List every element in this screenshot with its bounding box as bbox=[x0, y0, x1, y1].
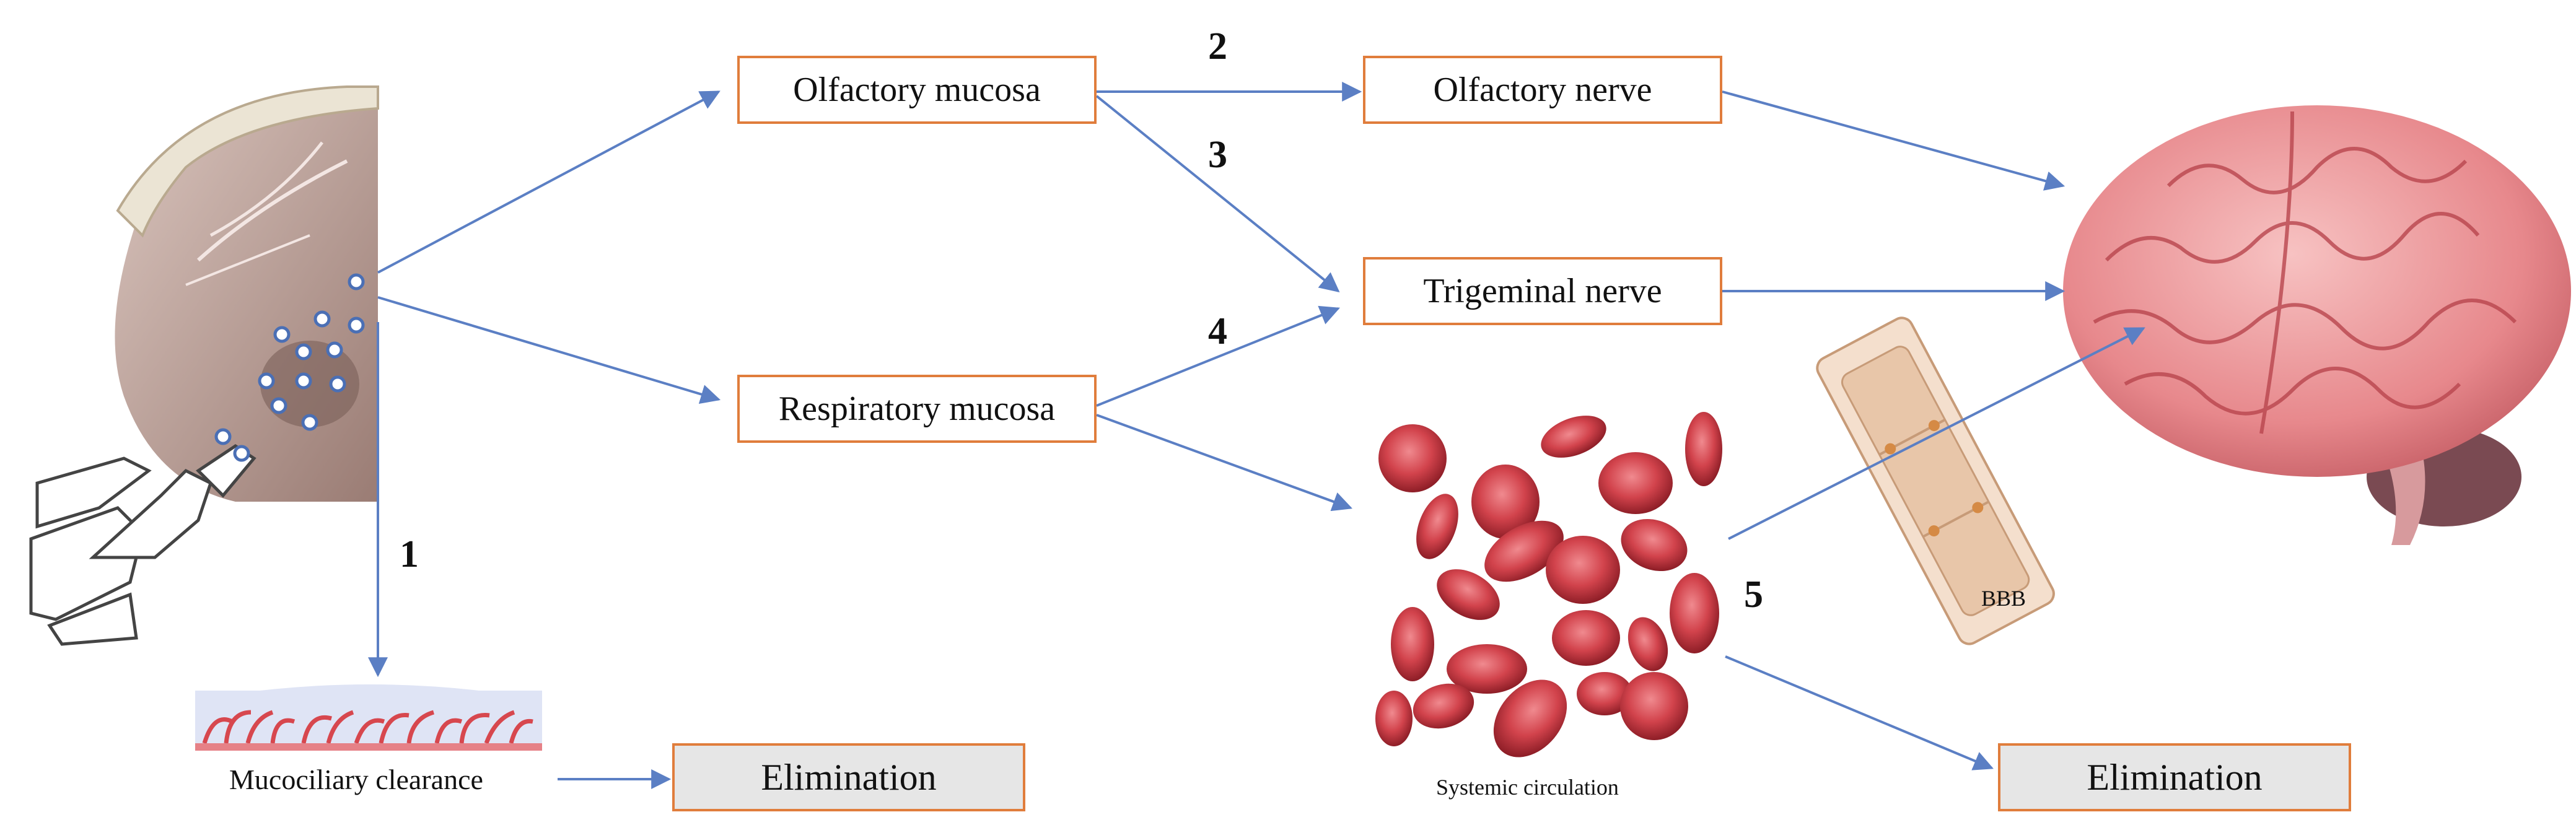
mucociliary-clearance-caption: Mucociliary clearance bbox=[229, 764, 483, 795]
systemic-circulation-caption: Systemic circulation bbox=[1436, 775, 1619, 800]
trigeminal-nerve-box: Trigeminal nerve bbox=[1363, 257, 1722, 325]
arrow-nose-to-respiratory-mucosa bbox=[377, 296, 721, 404]
brain-illustration bbox=[2063, 105, 2571, 545]
nasal-spray-device-illustration bbox=[29, 443, 256, 646]
arrow-respiratory-mucosa-to-circulation bbox=[1096, 414, 1353, 512]
elimination-left-box: Elimination bbox=[672, 743, 1025, 811]
drug-particles bbox=[214, 273, 365, 462]
mucociliary-illustration bbox=[195, 684, 542, 751]
arrow-nose-to-olfactory-mucosa bbox=[377, 90, 721, 274]
bbb-illustration bbox=[1816, 316, 2055, 645]
route-number-3: 3 bbox=[1208, 134, 1227, 176]
route-number-2: 2 bbox=[1208, 25, 1227, 68]
respiratory-mucosa-label: Respiratory mucosa bbox=[778, 390, 1056, 428]
olfactory-mucosa-label: Olfactory mucosa bbox=[793, 71, 1041, 109]
arrow-respiratory-mucosa-to-trigeminal-nerve bbox=[1096, 305, 1340, 407]
elimination-left-label: Elimination bbox=[761, 756, 937, 798]
olfactory-nerve-box: Olfactory nerve bbox=[1363, 56, 1722, 124]
respiratory-mucosa-box: Respiratory mucosa bbox=[737, 375, 1097, 443]
red-blood-cells-illustration bbox=[1375, 412, 1722, 757]
arrow-circulation-to-brain bbox=[1728, 327, 2145, 540]
arrow-circulation-to-elimination bbox=[1725, 655, 1994, 770]
connector-arrows bbox=[368, 82, 2145, 789]
olfactory-mucosa-box: Olfactory mucosa bbox=[737, 56, 1097, 124]
bbb-caption: BBB bbox=[1981, 586, 2026, 611]
arrow-olfactory-mucosa-to-trigeminal-nerve bbox=[1095, 95, 1340, 293]
route-number-4: 4 bbox=[1208, 310, 1227, 352]
trigeminal-nerve-label: Trigeminal nerve bbox=[1423, 272, 1662, 310]
route-number-5: 5 bbox=[1744, 574, 1763, 616]
olfactory-nerve-label: Olfactory nerve bbox=[1433, 71, 1652, 109]
route-number-1: 1 bbox=[400, 533, 419, 575]
arrow-olfactory-nerve-to-brain bbox=[1722, 90, 2066, 191]
elimination-right-box: Elimination bbox=[1998, 743, 2351, 811]
elimination-right-label: Elimination bbox=[2087, 756, 2263, 798]
